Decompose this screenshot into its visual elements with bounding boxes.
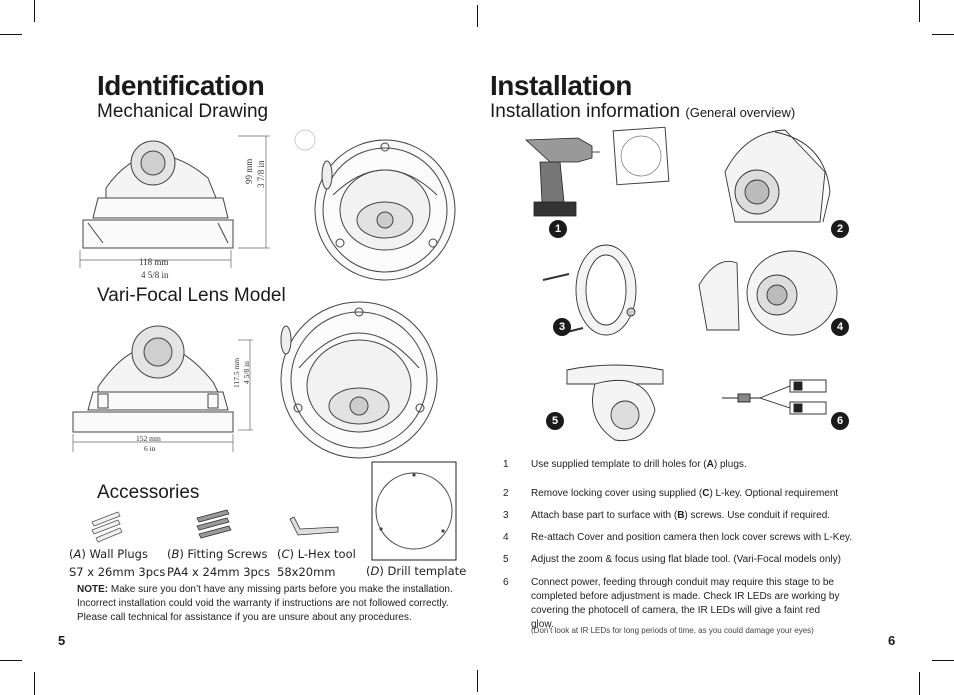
dome-camera-side-view-icon: [79, 135, 270, 268]
camera-open-cover-icon: [724, 129, 831, 223]
camera-reattach-cover-icon: [698, 250, 838, 336]
base-ring-screws-icon: [542, 244, 637, 336]
step-badge-1: 1: [549, 220, 567, 238]
step-2: 2 Remove locking cover using supplied (C…: [503, 488, 839, 499]
accessory-wall-plugs: (A) Wall Plugs S7 x 26mm 3pcs: [69, 547, 166, 579]
note-paragraph: NOTE: Make sure you don’t have any missi…: [77, 584, 453, 623]
mech-height-in: 3 7/8 in: [256, 160, 266, 188]
hex-key-icon: [289, 516, 339, 536]
step-6: 6 Connect power, feeding through conduit…: [503, 577, 840, 630]
accessory-hex-tool: (C) L-Hex tool 58x20mm: [277, 547, 356, 579]
accessory-drill-template: (D) Drill template: [366, 564, 467, 578]
drill-template-icon: [371, 461, 457, 561]
installation-info-heading: Installation information (General overvi…: [490, 101, 796, 122]
fitting-screws-icon: [196, 509, 232, 539]
power-cable-connectors-icon: [722, 379, 827, 415]
vf-width-in: 6 in: [144, 444, 156, 453]
step-1: 1 Use supplied template to drill holes f…: [503, 459, 747, 470]
step-3: 3 Attach base part to surface with (B) s…: [503, 510, 831, 521]
step-5: 5 Adjust the zoom & focus using flat bla…: [503, 554, 841, 565]
step-badge-4: 4: [831, 318, 849, 336]
mech-width-mm: 118 mm: [139, 257, 169, 267]
camera-adjust-focus-icon: [566, 364, 664, 442]
step-badge-2: 2: [831, 220, 849, 238]
page-number-right: 6: [888, 633, 896, 648]
right-page: Installation Installation information (G…: [477, 0, 954, 695]
step-badge-5: 5: [546, 412, 564, 430]
step-badge-3: 3: [553, 318, 571, 336]
step-4: 4 Re-attach Cover and position camera th…: [503, 532, 853, 543]
ir-warning: (Don’t look at IR LEDs for long periods …: [531, 626, 814, 635]
drill-icon: [525, 137, 600, 217]
wall-plugs-icon: [91, 511, 123, 543]
accessories-heading: Accessories: [97, 482, 200, 503]
mech-width-in: 4 5/8 in: [141, 270, 169, 280]
vf-height-mm: 117.5 mm: [232, 357, 241, 388]
accessory-fitting-screws: (B) Fitting Screws PA4 x 24mm 3pcs: [167, 547, 271, 579]
page-title: Identification: [97, 70, 265, 101]
varifocal-side-view-icon: [72, 325, 253, 452]
dome-camera-top-view-icon: [294, 129, 456, 281]
vf-height-in: 4 5/8 in: [242, 361, 251, 384]
step-badge-6: 6: [831, 412, 849, 430]
vf-width-mm: 152 mm: [136, 434, 161, 443]
mech-height-mm: 99 mm: [244, 158, 254, 184]
page-number-left: 5: [58, 633, 66, 648]
template-sheet-icon: [612, 126, 670, 186]
varifocal-heading: Vari-Focal Lens Model: [97, 285, 286, 306]
mechanical-drawing-heading: Mechanical Drawing: [97, 101, 269, 122]
page-title: Installation: [490, 70, 632, 101]
left-page: Identification Mechanical Drawing 118 mm…: [58, 70, 467, 648]
varifocal-top-view-icon: [280, 301, 438, 459]
